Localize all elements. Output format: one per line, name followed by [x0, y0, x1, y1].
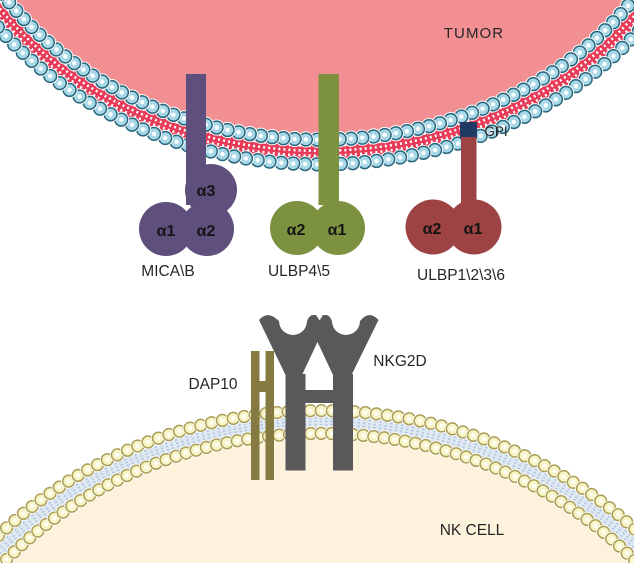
ulbp1236-alpha2-domain [405, 199, 461, 255]
ulbp45-alpha2-domain [270, 201, 324, 255]
ulbp45-alpha1-label: α1 [328, 222, 347, 239]
ligand-ulbp4-5 [270, 74, 365, 255]
nk-cell-label: NK CELL [440, 522, 505, 539]
ulbp45-name-label: ULBP4\5 [268, 263, 330, 280]
mica-name-label: MICA\B [141, 263, 194, 280]
gpi-anchor [460, 122, 477, 139]
labels: TUMOR α3 α1 α2 MICA\B α2 α1 ULBP4\5 α2 α… [141, 25, 507, 539]
nkg2d-left-leg [285, 374, 306, 471]
mica-alpha2-label: α2 [197, 223, 216, 240]
mica-alpha2-domain [180, 202, 234, 256]
ulbp45-stem [318, 74, 339, 205]
nkg2d-label: NKG2D [373, 353, 426, 370]
ulbp1236-stem [461, 137, 477, 214]
ulbp1236-alpha1-label: α1 [464, 221, 483, 238]
gpi-label: GPI [484, 124, 507, 139]
ulbp45-alpha2-label: α2 [287, 222, 306, 239]
dap10-adapter [251, 351, 274, 480]
mica-alpha3-label: α3 [197, 183, 216, 200]
ulbp45-alpha1-domain [311, 201, 365, 255]
nkg2d-crossbar [303, 390, 335, 403]
ulbp1236-name-label: ULBP1\2\3\6 [417, 267, 505, 284]
tumor-label: TUMOR [444, 25, 505, 42]
dap10-right-chain [265, 351, 274, 480]
ulbp1236-alpha2-label: α2 [423, 221, 442, 238]
ulbp1236-alpha1-domain [446, 199, 502, 255]
mica-alpha1-label: α1 [157, 223, 176, 240]
nk-cell [0, 403, 634, 563]
mica-alpha1-domain [139, 202, 193, 256]
dap10-crossbar [251, 381, 274, 392]
tumor-cell [0, 0, 634, 173]
mica-alpha3-domain [185, 164, 237, 216]
nkg2d-right-leg [333, 374, 353, 471]
ligand-ulbp1-2-3-6 [405, 122, 502, 255]
dap10-label: DAP10 [188, 376, 237, 393]
ligand-mica-b [139, 74, 237, 256]
nkg2d-receptor [259, 315, 379, 471]
nkg2d-head [259, 315, 379, 375]
dap10-left-chain [251, 351, 260, 480]
